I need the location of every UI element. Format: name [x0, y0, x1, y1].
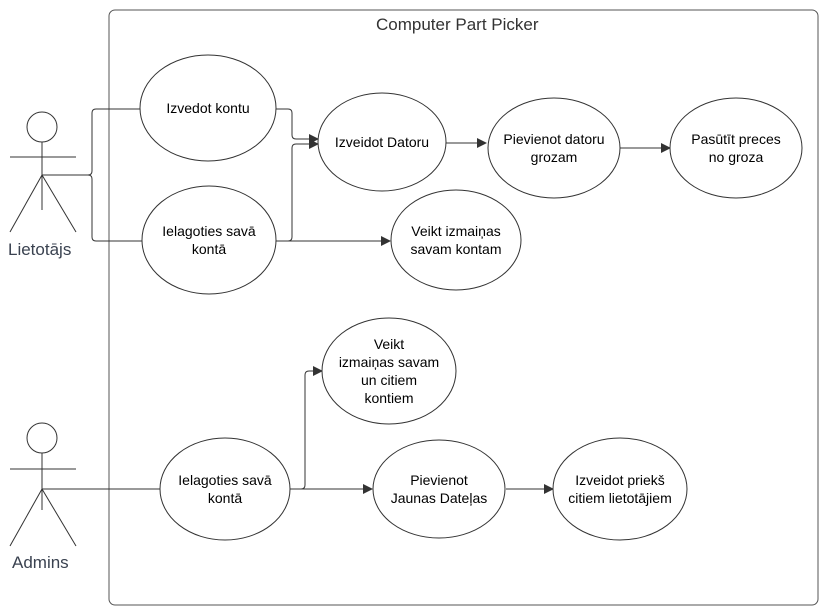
usecase-add-parts: [372, 439, 506, 539]
usecase-create-pc-label: Izveidot Datoru: [334, 134, 430, 150]
usecase-login-admin: [159, 437, 291, 541]
link-user-login: [42, 174, 142, 242]
usecase-login-user-label: Ielagoties savā kontā: [162, 223, 256, 257]
link-admin-login-to-edit-all: [290, 366, 323, 490]
system-title: Computer Part Picker: [376, 15, 539, 34]
link-login-to-create-pc: [276, 139, 319, 242]
actor-user-figure: [9, 111, 77, 233]
usecase-create-account-label: Izvedot kontu: [166, 100, 250, 116]
actor-admin-figure: [9, 422, 77, 547]
usecase-login-user: [141, 185, 277, 295]
usecase-create-for-users-label: Izveidot priekš citiem lietotājiem: [568, 472, 672, 506]
usecase-add-to-cart-label: Pievienot datoru grozam: [503, 131, 605, 165]
link-user-create-account: [42, 108, 140, 176]
usecase-edit-own: [390, 189, 522, 291]
actor-user-label: Lietotājs: [8, 240, 72, 259]
system-boundary: [108, 9, 819, 606]
usecase-create-pc: [317, 92, 447, 192]
usecase-login-admin-label: Ielagoties savā kontā: [178, 472, 272, 506]
link-create-account-to-create-pc: [276, 108, 319, 144]
usecase-edit-all: [321, 317, 457, 425]
usecase-create-account: [139, 54, 277, 162]
usecase-order: [669, 97, 803, 199]
usecase-add-to-cart: [487, 97, 621, 199]
usecase-edit-own-label: Veikt izmaiņas savam kontam: [410, 223, 502, 257]
usecase-edit-all-label: Veikt izmaiņas savam un citiem kontiem: [338, 336, 440, 406]
usecase-order-label: Pasūtīt preces no groza: [691, 131, 781, 165]
actor-admin-label: Admins: [12, 553, 69, 572]
usecase-create-for-users: [552, 437, 688, 541]
usecase-add-parts-label: Pievienot Jaunas Dateļas: [390, 472, 488, 506]
